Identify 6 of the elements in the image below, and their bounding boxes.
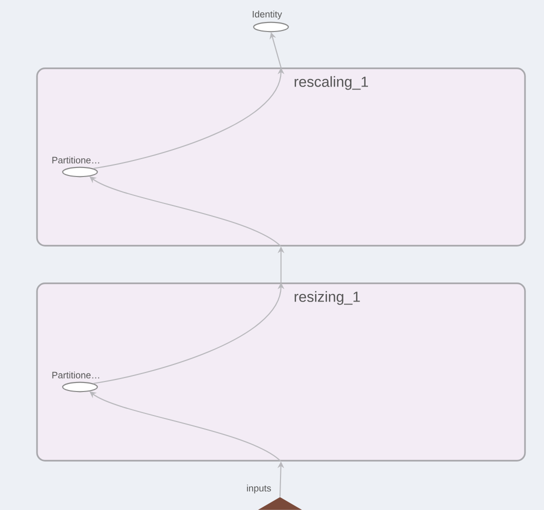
group-title: rescaling_1	[294, 76, 368, 90]
op-label: Partitione…	[52, 372, 100, 378]
op-label: Identity	[252, 10, 282, 20]
group-title: resizing_1	[294, 291, 360, 305]
input-label: inputs	[247, 484, 271, 494]
op-label: Partitione…	[52, 156, 100, 164]
